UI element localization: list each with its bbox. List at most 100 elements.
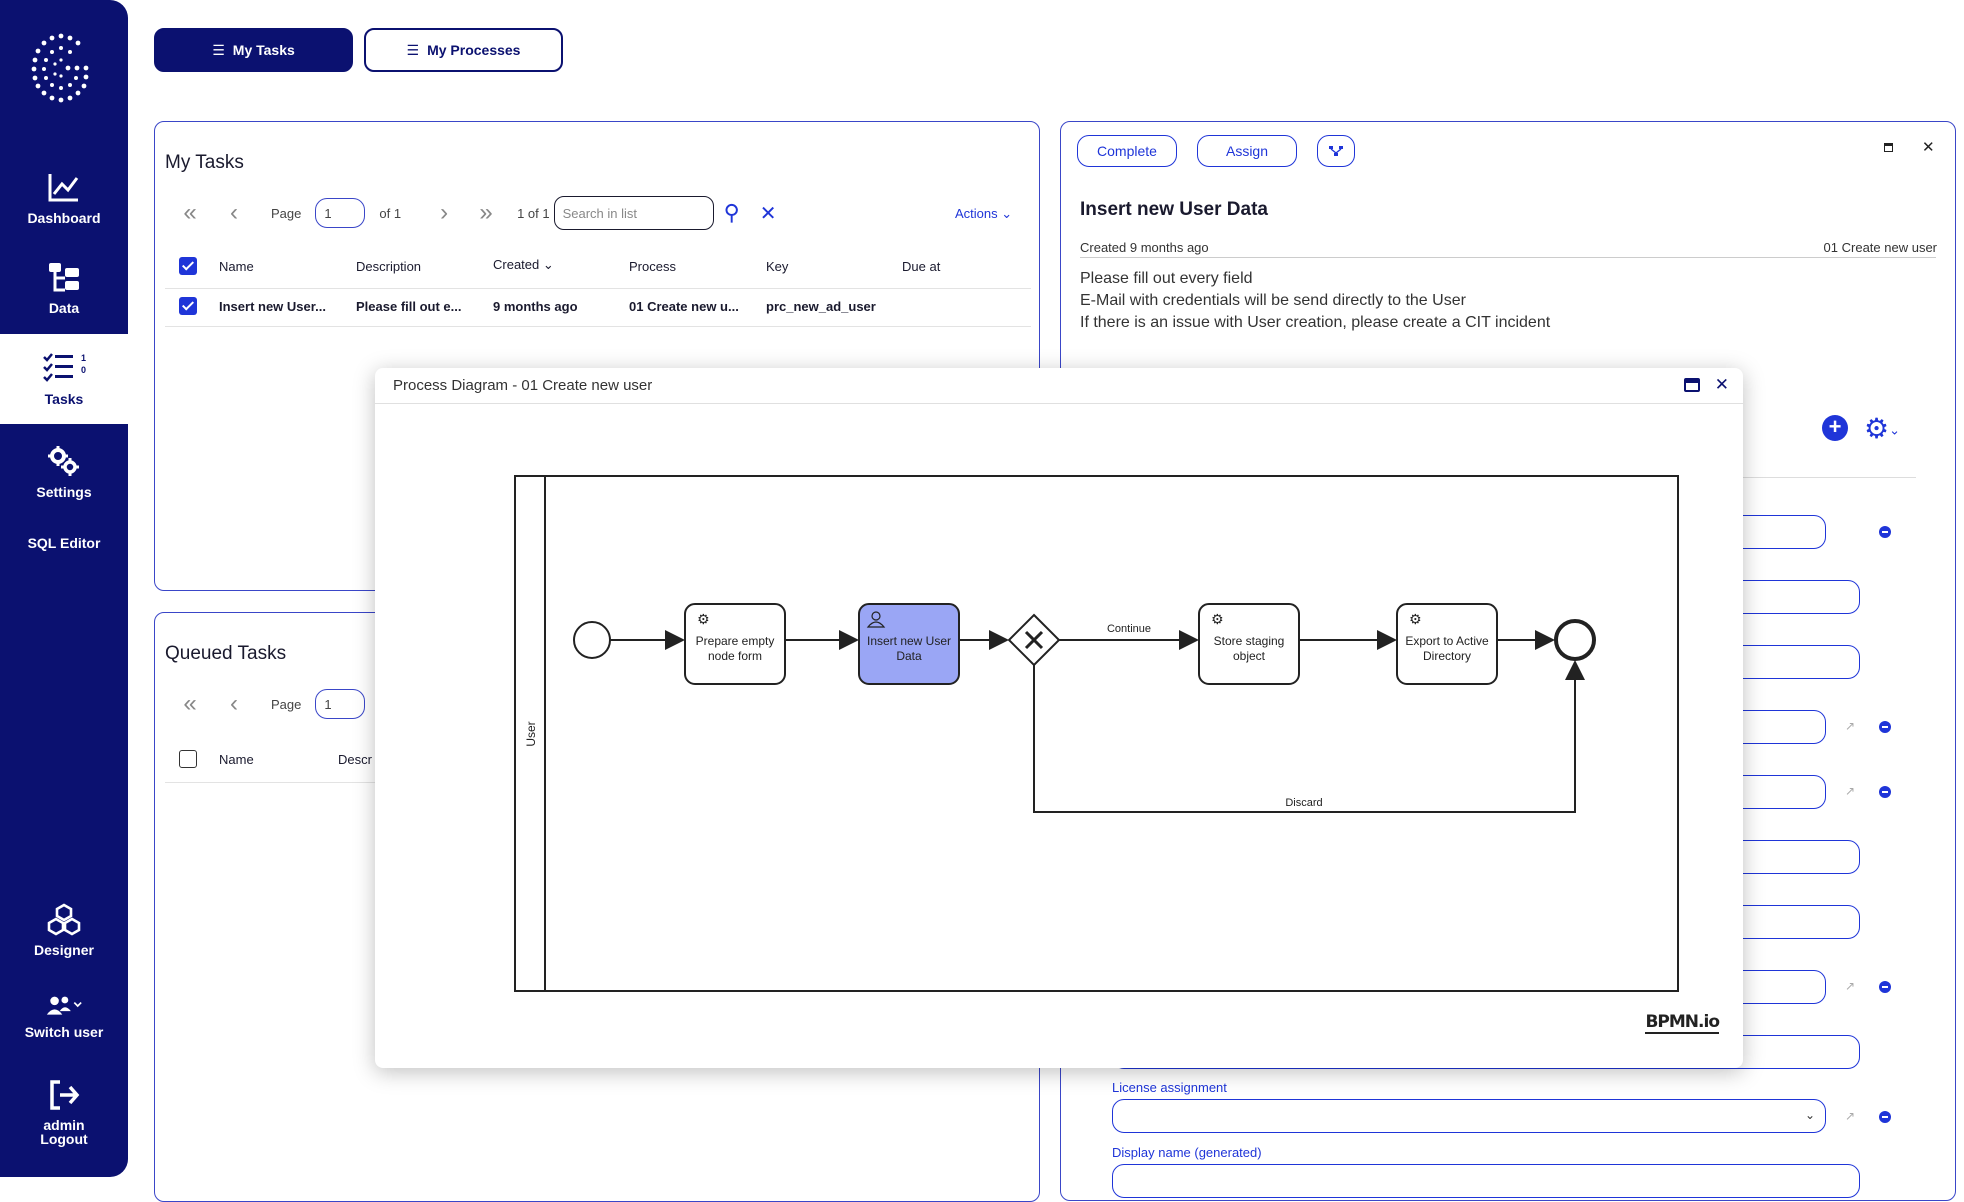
chevron-down-icon: ⌄: [1889, 422, 1901, 438]
remove-field-icon[interactable]: [1879, 1111, 1891, 1123]
queued-tasks-title: Queued Tasks: [165, 643, 287, 664]
col-description[interactable]: Descr: [338, 752, 372, 767]
open-external-icon[interactable]: ↗: [1845, 719, 1856, 733]
last-page-icon[interactable]: »: [479, 199, 493, 226]
task-export-ad[interactable]: ⚙ Export to Active Directory: [1396, 603, 1498, 685]
page-label: Page: [271, 205, 302, 221]
tab-my-tasks-label: My Tasks: [232, 42, 295, 58]
maximize-icon[interactable]: [1884, 143, 1893, 152]
nav-sql-editor[interactable]: SQL Editor: [0, 535, 128, 551]
maximize-icon[interactable]: [1684, 378, 1700, 392]
nav-dashboard[interactable]: Dashboard: [0, 170, 128, 226]
start-event[interactable]: [573, 621, 611, 659]
diagram-button[interactable]: [1317, 135, 1355, 167]
task-label-line: Store staging: [1214, 634, 1285, 648]
app-logo: [31, 33, 89, 103]
modal-header: Process Diagram - 01 Create new user ✕: [375, 368, 1743, 404]
my-tasks-title: My Tasks: [165, 152, 244, 173]
first-page-icon[interactable]: «: [183, 690, 197, 717]
tasks-badge-queued: 0: [81, 365, 86, 375]
chart-line-icon: [48, 174, 79, 202]
task-label-line: Prepare empty: [696, 634, 775, 648]
col-due[interactable]: Due at: [902, 259, 941, 274]
license-assignment-select[interactable]: ⌄: [1112, 1099, 1826, 1133]
close-icon[interactable]: ✕: [1714, 375, 1729, 394]
clear-search-icon[interactable]: ✕: [759, 202, 777, 225]
remove-field-icon[interactable]: [1879, 786, 1891, 798]
display-name-label: Display name (generated): [1112, 1145, 1262, 1160]
task-label-line: Insert new User: [867, 634, 951, 648]
nav-logout[interactable]: admin Logout: [0, 1078, 128, 1146]
record-count-label: 1 of 1: [517, 205, 550, 221]
actions-label: Actions: [955, 206, 998, 221]
open-external-icon[interactable]: ↗: [1845, 1109, 1856, 1123]
of-pages-label: of 1: [379, 205, 402, 221]
nav-sql-editor-label: SQL Editor: [27, 535, 101, 551]
remove-field-icon[interactable]: [1879, 721, 1891, 733]
first-page-icon[interactable]: «: [183, 199, 197, 226]
nav-tasks[interactable]: 1 0 Tasks: [0, 334, 128, 424]
actions-dropdown[interactable]: Actions ⌄: [955, 206, 1012, 222]
flow-label-continue: Continue: [1107, 623, 1151, 635]
gears-icon: [48, 446, 79, 476]
assign-button[interactable]: Assign: [1197, 135, 1297, 167]
detail-divider: [1080, 257, 1936, 258]
select-all-checkbox[interactable]: [179, 750, 197, 768]
page-input[interactable]: 1: [315, 198, 366, 228]
list-icon: ☰: [406, 41, 420, 58]
nav-designer[interactable]: Designer: [0, 902, 128, 958]
my-tasks-pager: « ‹ Page 1 of 1 › » 1 of 1 Search in lis…: [175, 196, 776, 230]
prev-page-icon[interactable]: ‹: [230, 690, 238, 717]
cell-key: prc_new_ad_user: [766, 299, 876, 314]
data-tables-icon: [49, 263, 79, 292]
task-description: Please fill out every field E-Mail with …: [1080, 268, 1550, 334]
page-input[interactable]: 1: [315, 689, 366, 719]
complete-button[interactable]: Complete: [1077, 135, 1177, 167]
nav-data[interactable]: Data: [0, 260, 128, 316]
select-all-checkbox[interactable]: [179, 257, 197, 275]
close-icon[interactable]: ✕: [1922, 139, 1935, 156]
row-divider: [165, 326, 1031, 327]
col-process[interactable]: Process: [629, 259, 676, 274]
page-label: Page: [271, 696, 302, 712]
bpmn-diagram: User ⚙ Prepare empty node form Insert ne…: [514, 475, 1679, 992]
remove-field-icon[interactable]: [1879, 981, 1891, 993]
description-line: E-Mail with credentials will be send dir…: [1080, 292, 1466, 309]
gear-icon[interactable]: ⚙⌄: [1864, 413, 1901, 444]
description-line: If there is an issue with User creation,…: [1080, 314, 1551, 331]
prev-page-icon[interactable]: ‹: [230, 199, 238, 226]
nav-settings[interactable]: Settings: [0, 444, 128, 500]
col-created[interactable]: Created ⌄: [493, 257, 554, 273]
row-checkbox[interactable]: [179, 297, 197, 315]
remove-field-icon[interactable]: [1879, 526, 1891, 538]
user-task-icon: [871, 611, 881, 621]
task-label-line: object: [1233, 649, 1266, 663]
task-prepare-form[interactable]: ⚙ Prepare empty node form: [684, 603, 786, 685]
task-label-line: Export to Active: [1405, 634, 1489, 648]
service-task-gear-icon: ⚙: [1211, 612, 1224, 628]
task-store-staging[interactable]: ⚙ Store staging object: [1198, 603, 1300, 685]
tab-my-processes[interactable]: ☰ My Processes: [364, 28, 563, 72]
search-icon[interactable]: ⚲: [723, 200, 740, 225]
tasks-badge-assigned: 1: [81, 353, 86, 363]
open-external-icon[interactable]: ↗: [1845, 979, 1856, 993]
nav-designer-label: Designer: [34, 942, 94, 958]
add-button[interactable]: +: [1822, 415, 1848, 441]
nav-switch-user[interactable]: Switch user: [0, 994, 128, 1040]
task-label-line: node form: [708, 649, 762, 663]
col-key[interactable]: Key: [766, 259, 789, 274]
task-insert-user-data[interactable]: Insert new User Data: [858, 603, 960, 685]
modal-title: Process Diagram - 01 Create new user: [393, 377, 653, 394]
col-name[interactable]: Name: [219, 752, 254, 767]
next-page-icon[interactable]: ›: [440, 199, 449, 226]
tab-my-tasks[interactable]: ☰ My Tasks: [154, 28, 353, 72]
end-event[interactable]: [1554, 619, 1596, 661]
logout-user-name: admin: [43, 1117, 85, 1133]
open-external-icon[interactable]: ↗: [1845, 784, 1856, 798]
display-name-input[interactable]: [1112, 1164, 1860, 1198]
bpmn-io-logo[interactable]: BPMN.io: [1645, 1012, 1720, 1034]
col-name[interactable]: Name: [219, 259, 254, 274]
search-input[interactable]: Search in list: [553, 196, 714, 230]
col-description[interactable]: Description: [356, 259, 422, 274]
diagram-icon: [1329, 146, 1343, 156]
